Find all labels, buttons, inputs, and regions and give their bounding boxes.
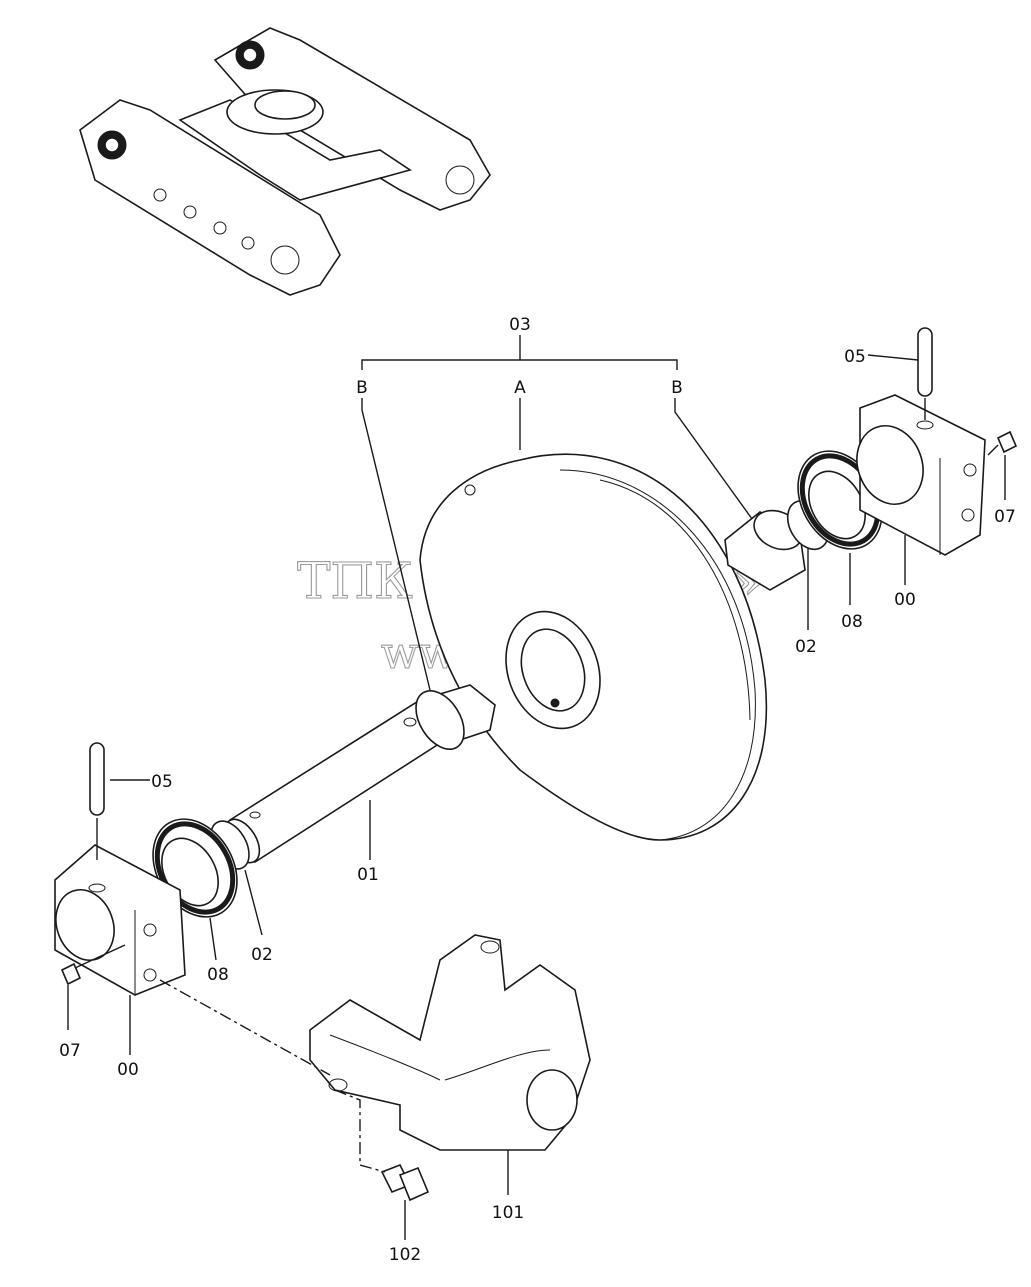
idler-wheel xyxy=(419,453,768,841)
label-support: 101 xyxy=(492,1203,524,1223)
label-screw-right: 07 xyxy=(994,507,1016,527)
undercarriage-overview xyxy=(79,27,491,296)
shaft xyxy=(223,684,496,864)
pin-right xyxy=(917,327,933,397)
bracket-right xyxy=(856,394,986,556)
label-seal-left: 08 xyxy=(207,965,229,985)
bolt xyxy=(380,1163,430,1202)
label-pin-left: 05 xyxy=(151,772,173,792)
label-oring-left: 02 xyxy=(251,945,273,965)
group-number-label: 03 xyxy=(509,315,531,335)
label-bolt: 102 xyxy=(389,1245,421,1265)
group-label-b-right: B xyxy=(671,378,683,398)
idler-support xyxy=(309,934,591,1151)
group-label-a: A xyxy=(514,378,526,398)
label-shaft: 01 xyxy=(357,865,379,885)
bracket-left xyxy=(54,844,186,996)
label-bracket-left: 00 xyxy=(117,1060,139,1080)
group-03-bracket xyxy=(361,335,761,691)
label-pin-right: 05 xyxy=(844,347,866,367)
group-label-b-left: B xyxy=(356,378,368,398)
pin-left xyxy=(89,742,105,816)
label-seal-right: 08 xyxy=(841,612,863,632)
set-screw-left xyxy=(60,962,82,986)
set-screw-right xyxy=(996,430,1018,454)
label-oring-right: 02 xyxy=(795,637,817,657)
label-screw-left: 07 xyxy=(59,1041,81,1061)
label-bracket-right: 00 xyxy=(894,590,916,610)
leader-lines xyxy=(67,354,1006,1240)
